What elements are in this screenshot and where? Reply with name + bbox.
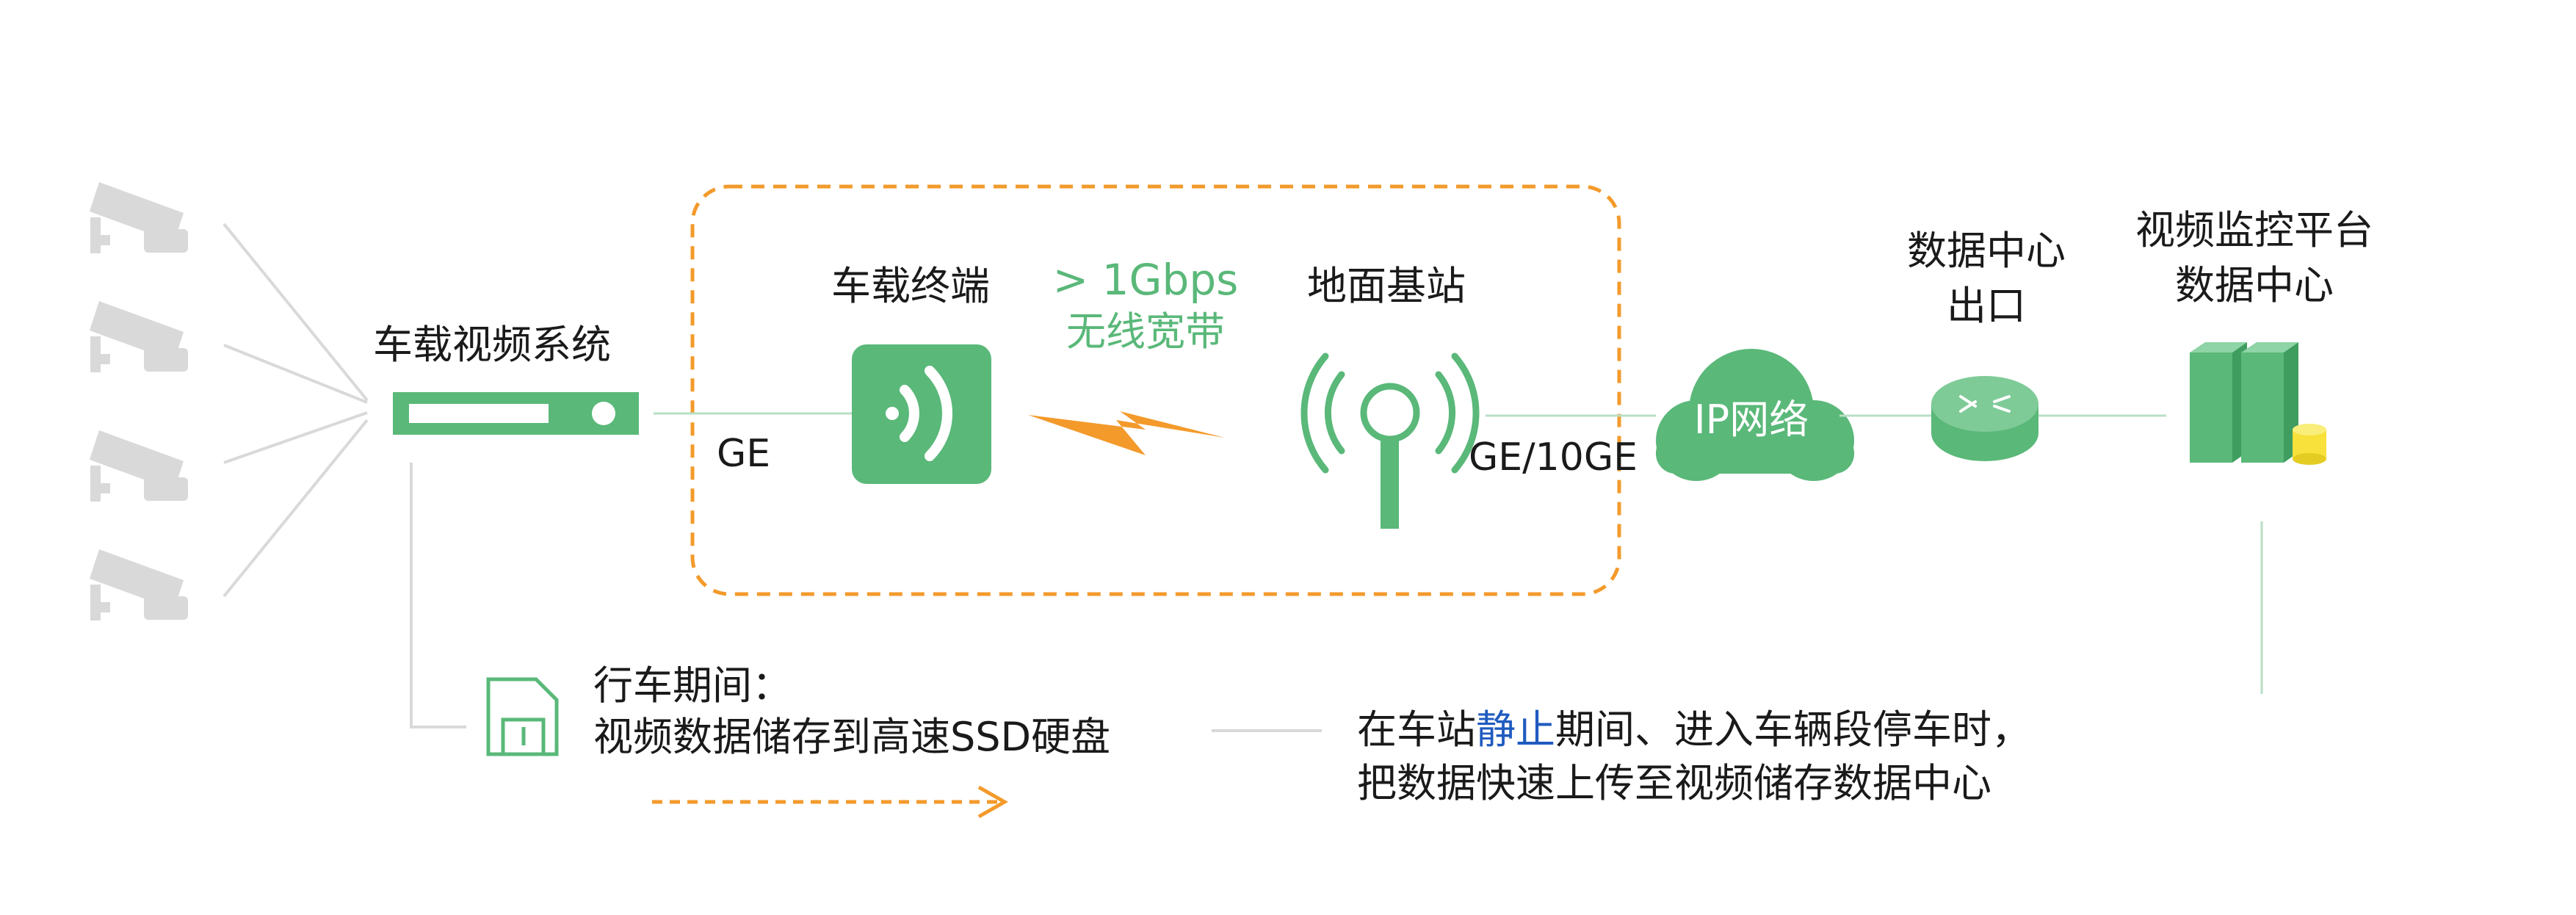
storage-branch-line (410, 463, 466, 728)
note-station-suffix: 期间、进入车辆段停车时， (1555, 706, 2031, 753)
video-recorder-icon (393, 392, 639, 435)
wireless-terminal-icon (852, 344, 991, 484)
camera-links (222, 223, 369, 598)
camera-icon (90, 430, 188, 502)
note-driving-body: 视频数据储存到高速SSD硬盘 (593, 714, 1111, 760)
label-datacenter-exit-line1: 数据中心 (1907, 228, 2066, 274)
lightning-icon (1028, 411, 1225, 455)
note-station-prefix: 在车站 (1357, 706, 1476, 753)
upload-arrow (652, 785, 1009, 819)
wireless-zone-border (690, 184, 1621, 596)
label-wireless-speed: > 1Gbps (1052, 255, 1239, 305)
camera-icon (90, 301, 188, 372)
label-wireless-broadband: 无线宽带 (1066, 308, 1225, 355)
label-vehicle-video-system: 车载视频系统 (373, 322, 611, 368)
label-ge: GE (717, 432, 771, 476)
floppy-disk-icon (486, 677, 559, 756)
server-rack-icon (2190, 342, 2298, 463)
antenna-tower-icon (1300, 352, 1480, 474)
camera-icon (90, 549, 188, 621)
antenna-mast (1381, 437, 1399, 529)
database-icon (2293, 424, 2326, 465)
label-vehicle-terminal: 车载终端 (831, 263, 990, 309)
note-station-line2: 把数据快速上传至视频储存数据中心 (1357, 760, 1991, 806)
label-platform-line2: 数据中心 (2175, 262, 2334, 308)
camera-icon (90, 182, 188, 253)
cloud-icon (1656, 349, 1854, 481)
note-station-highlight: 静止 (1476, 706, 1555, 753)
label-datacenter-exit-line2: 出口 (1947, 283, 2026, 329)
note-driving-title: 行车期间： (593, 662, 792, 709)
label-ge-10ge: GE/10GE (1469, 435, 1638, 480)
router-icon (1931, 376, 2038, 461)
label-platform-line1: 视频监控平台 (2135, 207, 2373, 253)
note-station-line1: 在车站静止期间、进入车辆段停车时， (1357, 705, 2031, 755)
label-ground-station: 地面基站 (1307, 263, 1466, 309)
label-ip-network: IP网络 (1693, 397, 1809, 443)
